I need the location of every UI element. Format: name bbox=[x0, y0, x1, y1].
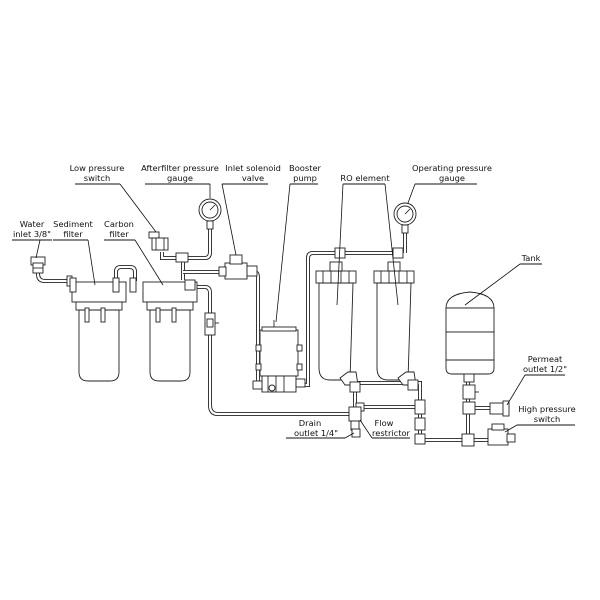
ro-element-2 bbox=[373, 247, 417, 386]
label-flow-restrictor-2: restrictor bbox=[372, 428, 411, 438]
high-pressure-switch bbox=[461, 423, 516, 447]
label-high-pressure-switch-1: High pressure bbox=[518, 404, 576, 414]
tank bbox=[445, 291, 495, 400]
label-high-pressure-switch-2: switch bbox=[534, 414, 561, 424]
label-carbon-filter-1: Carbon bbox=[104, 219, 134, 229]
label-drain-outlet-2: outlet 1/4" bbox=[294, 428, 338, 438]
afterfilter-pressure-gauge bbox=[198, 198, 222, 230]
label-inlet-solenoid-2: valve bbox=[242, 173, 264, 183]
permeat-outlet bbox=[462, 400, 510, 417]
flow-restrictor bbox=[348, 406, 362, 431]
labels: Water inlet 3/8" Sediment filter Carbon … bbox=[13, 163, 576, 438]
label-operating-gauge-1: Operating pressure bbox=[412, 163, 492, 173]
label-flow-restrictor-1: Flow bbox=[375, 418, 394, 428]
drain-outlet bbox=[351, 428, 361, 438]
label-afterfilter-gauge-2: gauge bbox=[167, 173, 193, 183]
label-inlet-solenoid-1: Inlet solenoid bbox=[225, 163, 281, 173]
label-tank: Tank bbox=[521, 253, 541, 263]
label-permeat-outlet-2: outlet 1/2" bbox=[523, 364, 567, 374]
carbon-filter bbox=[129, 277, 198, 382]
label-sediment-filter-1: Sediment bbox=[53, 219, 93, 229]
label-ro-element: RO element bbox=[340, 173, 390, 183]
label-operating-gauge-2: gauge bbox=[439, 173, 465, 183]
label-carbon-filter-2: filter bbox=[109, 229, 129, 239]
low-pressure-switch bbox=[148, 231, 189, 263]
operating-pressure-gauge bbox=[393, 202, 417, 234]
label-low-pressure-switch-2: switch bbox=[84, 173, 111, 183]
booster-pump bbox=[252, 320, 306, 393]
label-booster-pump-1: Booster bbox=[289, 163, 322, 173]
label-water-inlet-1: Water bbox=[20, 219, 45, 229]
label-water-inlet-2: inlet 3/8" bbox=[13, 229, 51, 239]
label-low-pressure-switch-1: Low pressure bbox=[70, 163, 125, 173]
leader-lines bbox=[12, 183, 575, 439]
inlet-solenoid-valve bbox=[218, 254, 258, 280]
label-sediment-filter-2: filter bbox=[63, 229, 83, 239]
ro-element-1 bbox=[315, 247, 359, 386]
label-drain-outlet-1: Drain bbox=[299, 418, 321, 428]
sediment-filter bbox=[69, 277, 127, 382]
label-permeat-outlet-1: Permeat bbox=[528, 354, 563, 364]
label-afterfilter-gauge-1: Afterfilter pressure bbox=[141, 163, 219, 173]
label-booster-pump-2: pump bbox=[293, 173, 317, 183]
inline-sensor bbox=[204, 312, 219, 336]
